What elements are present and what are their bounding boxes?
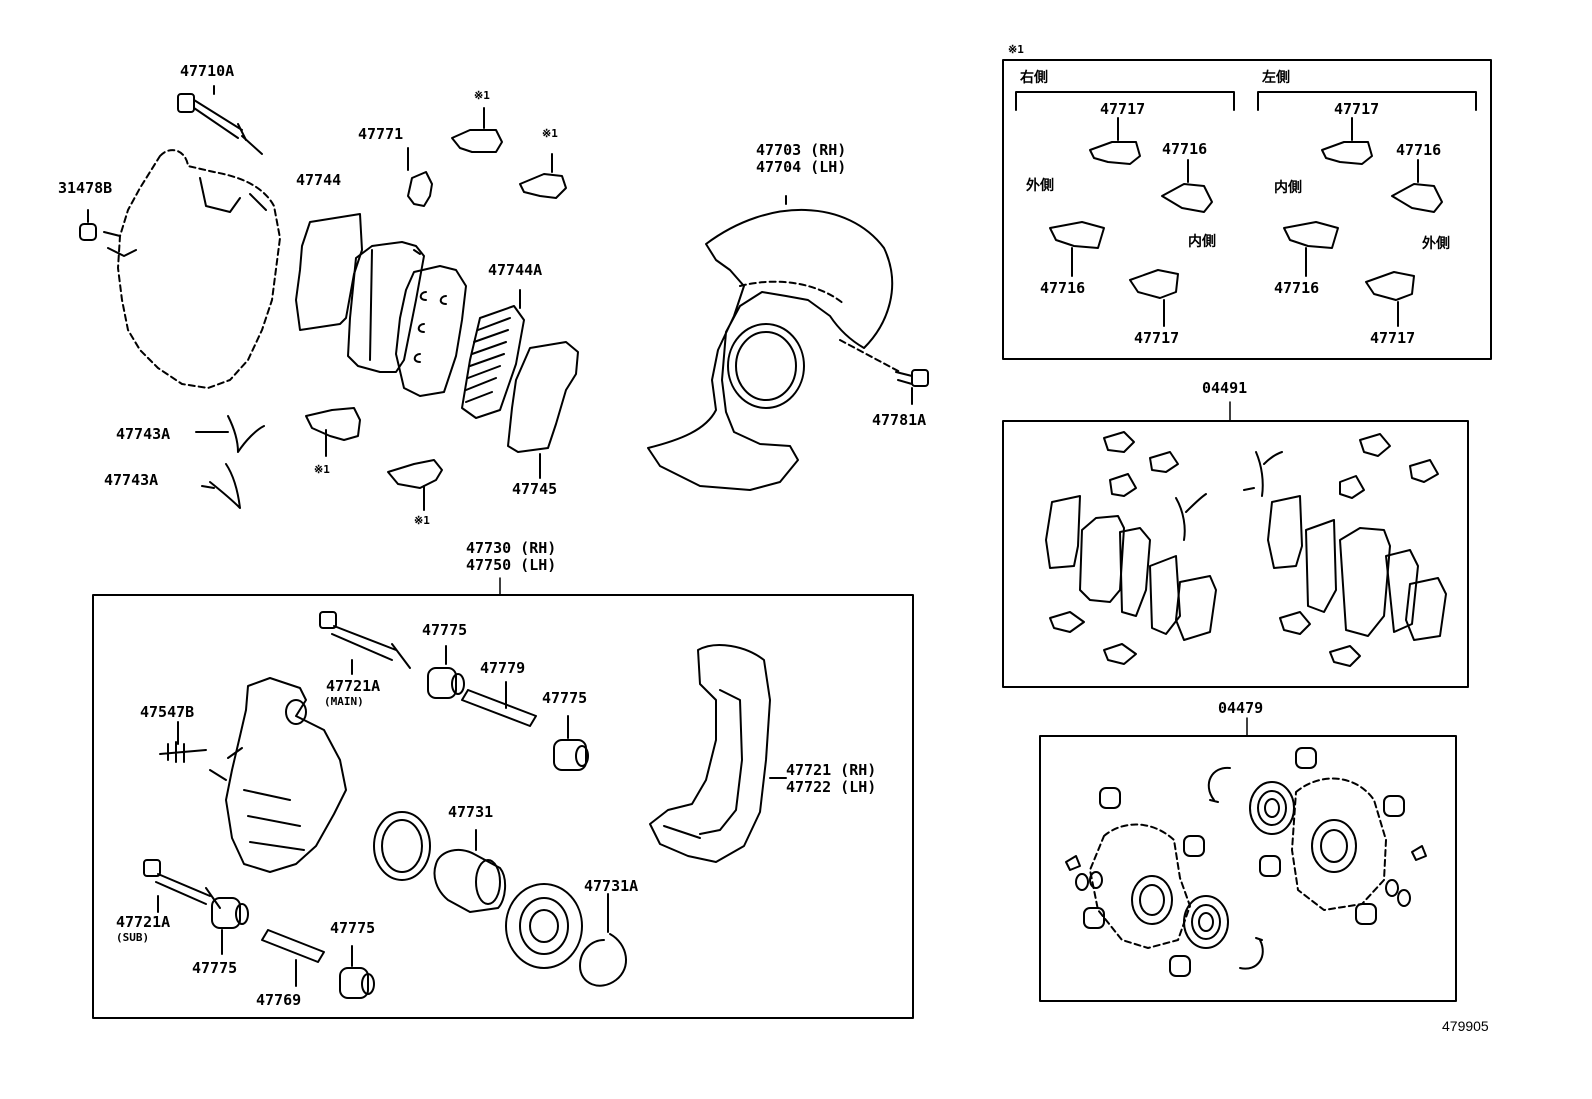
label-47716-l-top: 47716 [1396,141,1442,159]
label-kit-04479: 04479 [1218,699,1264,717]
pad-outer [395,265,467,397]
pad-47745 [507,341,579,479]
label-note1-d: ※1 [414,514,430,527]
label-47743a-1: 47743A [116,425,171,443]
label-47775-d: 47775 [330,919,376,937]
clip-note1-b [519,153,567,199]
label-left-side: 左側 [1262,70,1290,86]
label-47721a-main: 47721A [326,677,381,695]
clip-note1-c [305,407,361,457]
inset-title: ※1 [1008,43,1024,56]
label-inner-1: 内側 [1188,234,1216,250]
label-outer-2: 外側 [1422,236,1450,252]
pin-47769 [261,929,325,987]
label-47771: 47771 [358,125,404,143]
label-47722: 47722 (LH) [786,778,877,796]
inset-clips-left [1283,117,1443,327]
mounting-bracket-47721 [649,644,787,863]
label-47744a: 47744A [488,261,543,279]
label-47703-47704: 47703 (RH) 47704 (LH) [756,142,846,176]
clip-note1-d [387,459,443,511]
inset-clips-right [1049,117,1213,327]
label-47716-r-top: 47716 [1162,140,1208,158]
label-sub: (SUB) [116,931,150,944]
label-47717-r-bot: 47717 [1134,329,1180,347]
label-47717-l-top: 47717 [1334,100,1380,118]
label-47731: 47731 [448,803,494,821]
label-47769: 47769 [256,991,302,1009]
shim-47744a [461,289,525,419]
label-note1-b: ※1 [542,127,558,140]
pad-47744 [295,213,363,331]
label-note1-a: ※1 [474,89,490,102]
cap-31478b [79,209,97,241]
label-kit-04491: 04491 [1202,379,1248,397]
label-47716-l-bot: 47716 [1274,279,1320,297]
pad-inner [347,241,425,373]
label-main: (MAIN) [324,695,364,708]
kit-04479-contents [1065,747,1427,977]
dust-shield-47703 [647,195,901,491]
seal-47731 [373,811,431,881]
clip-note1-a [451,107,503,153]
kit-04479-box [1039,735,1457,1002]
label-47721: 47721 (RH) [786,761,877,779]
caliper-cylinder [209,677,347,873]
bolt-47781a [895,369,929,405]
label-47775-a: 47775 [422,621,468,639]
label-47721-47722: 47721 (RH) 47722 (LH) [786,762,876,796]
bushing-47775-c [211,897,249,955]
boot-47731 [505,883,583,969]
bleeder-47547b [159,721,207,763]
label-47730-47750: 47730 (RH) 47750 (LH) [466,540,556,574]
label-47547b: 47547B [140,703,195,721]
label-47716-r-bot: 47716 [1040,279,1086,297]
pin-47721a-sub [143,859,221,913]
bushing-47775-a [427,645,465,699]
bolt-47710a [177,85,263,155]
bushing-47775-b [553,715,589,771]
label-47703: 47703 (RH) [756,141,847,159]
label-47731a: 47731A [584,877,639,895]
label-note1-c: ※1 [314,463,330,476]
label-47745: 47745 [512,480,558,498]
label-right-side: 右側 [1020,70,1048,86]
clip-47771 [407,147,433,207]
label-31478b: 31478B [58,179,113,197]
label-47730: 47730 (RH) [466,539,557,557]
label-47775-b: 47775 [542,689,588,707]
label-47704: 47704 (LH) [756,158,847,176]
spring-47743a [195,415,265,509]
kit-04491-box [1002,420,1469,688]
label-47743a-2: 47743A [104,471,159,489]
kit-04491-contents [1045,431,1447,667]
label-47717-l-bot: 47717 [1370,329,1416,347]
label-47781a: 47781A [872,411,927,429]
bushing-47775-d [339,945,375,999]
label-47779: 47779 [480,659,526,677]
right-side-bracket [1015,91,1235,111]
piston-47731 [433,829,506,913]
label-47775-c: 47775 [192,959,238,977]
label-47750: 47750 (LH) [466,556,557,574]
ring-47731a [579,893,628,987]
label-47710a: 47710A [180,62,235,80]
caliper-assembly-box [92,594,914,1019]
caliper-housing-inner [103,177,267,257]
label-47721a-sub: 47721A [116,913,171,931]
label-47717-r-top: 47717 [1100,100,1146,118]
left-side-bracket [1257,91,1477,111]
shim-kit-inset-box [1002,59,1492,360]
pin-47721a-main [319,611,411,675]
label-47744: 47744 [296,171,342,189]
label-inner-2: 内側 [1274,180,1302,196]
pin-47779 [461,681,537,727]
diagram-code: 479905 [1442,1018,1489,1034]
caliper-housing-outline [117,149,281,389]
label-outer-1: 外側 [1026,178,1054,194]
